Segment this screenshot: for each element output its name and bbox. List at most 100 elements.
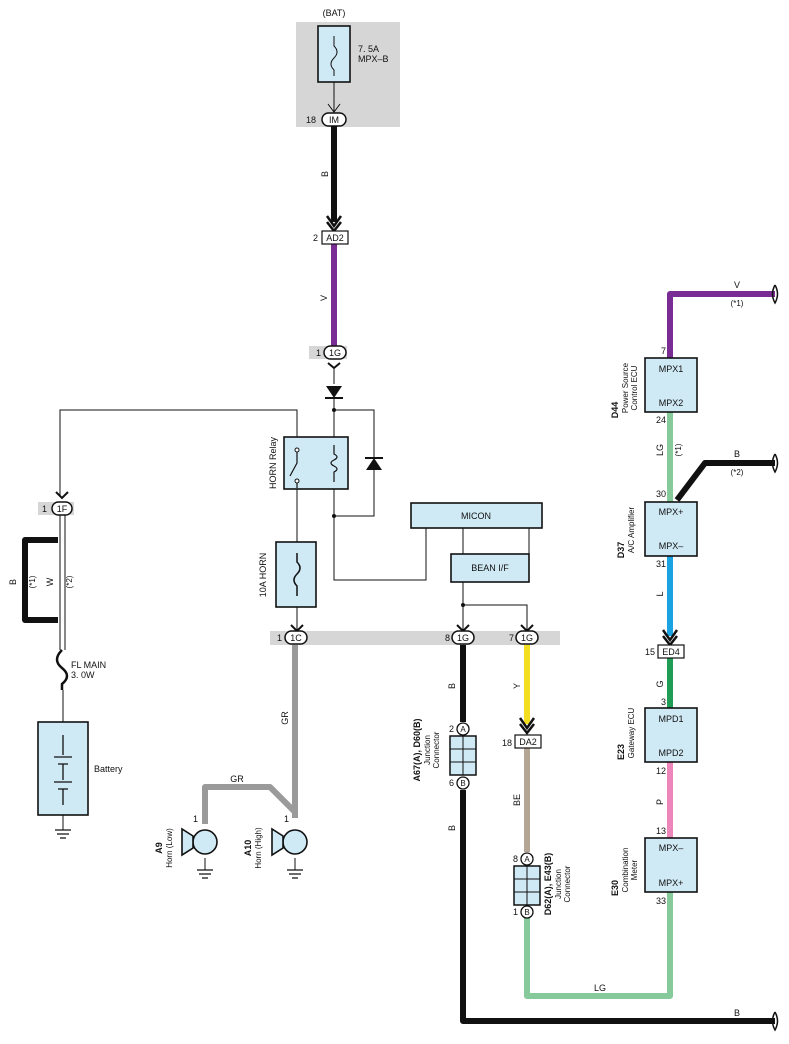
wire-code-gr-horizontal: GR: [230, 774, 244, 784]
relay-name: HORN Relay: [268, 436, 278, 489]
wire-v-right: [667, 291, 775, 358]
fuse-mpx-b-rating: 7. 5A: [358, 44, 379, 54]
junction-left-grid: [450, 736, 476, 775]
wire-break-icon: [771, 1011, 779, 1032]
arrow-1f-icon: [55, 491, 69, 500]
note-1-left: (*1): [28, 575, 37, 588]
connector-ad2-id: AD2: [326, 233, 344, 243]
ecu-power-source-code: D44: [610, 402, 620, 419]
horn-high-name: Horn (High): [254, 827, 263, 869]
wire-code-b-left: B: [8, 579, 18, 585]
connector-1g-mid-pin: 8: [445, 633, 450, 643]
wire-code-l-right: L: [655, 591, 665, 596]
junction-left-term-b: [456, 776, 470, 790]
ecu-meter-t1: MPX–: [659, 843, 684, 853]
ecu-ac-amplifier-name: A/C Amplifier: [627, 507, 636, 554]
ecu-gateway-p1: 3: [661, 697, 666, 707]
wire-code-b-mid-lower: B: [447, 825, 457, 831]
wire-break-icon: [771, 453, 779, 474]
wire-break-icon: [771, 284, 779, 305]
horn-high-pin: 1: [284, 814, 289, 824]
wire-code-v-right: V: [734, 280, 740, 290]
wire-code-w-left: W: [45, 577, 55, 586]
wire-code-lg-right: LG: [655, 444, 665, 456]
wire-code-b-bottom: B: [734, 1008, 740, 1018]
ground-icon: [197, 869, 213, 879]
wire-gr-horizontal: [202, 784, 298, 824]
horn-high: 1 A10 Horn (High): [243, 814, 308, 879]
note-1-right: (*1): [731, 299, 744, 308]
connector-1g-top-id: 1G: [329, 348, 341, 358]
node-dot: [332, 408, 336, 412]
junction-left-name-1: Junction: [423, 735, 432, 765]
junction-right-term-a: [520, 852, 534, 866]
ecu-meter-code: E30: [610, 880, 620, 896]
arrow-im-icon: [327, 103, 341, 113]
junction-connector-left: 2 A 6 B A67(A), D60(B) Junction Connecto…: [412, 718, 477, 790]
ecu-combination-meter: 13 MPX– MPX+ 33 E30 Combination Meter: [610, 826, 698, 906]
thin-wire-bean: [462, 582, 528, 631]
ecu-ac-amplifier-t1: MPX+: [659, 507, 684, 517]
ecu-gateway-name: Gateway ECU: [627, 707, 636, 758]
relay-coil-icon: [330, 445, 338, 482]
junction-right-name-2: Connector: [563, 865, 572, 902]
ecu-power-source-name-1: Power Source: [621, 362, 630, 413]
junction-right-pin-b: 1: [513, 907, 518, 917]
ecu-ac-amplifier-code: D37: [616, 542, 626, 559]
ecu-ac-amplifier-box: [644, 501, 698, 557]
ecu-meter-t2: MPX+: [659, 878, 684, 888]
ecu-meter-p2: 33: [656, 896, 666, 906]
battery-cells-icon: [54, 735, 72, 805]
ecu-power-source-p1: 7: [661, 346, 666, 356]
ecu-power-source-t2: MPX2: [659, 398, 684, 408]
connector-1g-top: [323, 345, 347, 360]
relay-contact: [294, 478, 300, 484]
junction-connector-right: 8 A 1 B D62(A), E43(B) Junction Connecto…: [513, 852, 572, 919]
ecu-ac-amplifier-t2: MPX–: [659, 541, 684, 551]
connector-im-pin: 18: [306, 115, 316, 125]
connector-1g-mid-id: 1G: [457, 633, 469, 643]
wire-b-right: [674, 460, 775, 502]
ecu-meter-box: [644, 837, 698, 893]
wire-code-lg-bottom: LG: [594, 983, 606, 993]
bat-label: (BAT): [323, 8, 346, 18]
ecu-gateway-t2: MPD2: [658, 748, 683, 758]
connector-1g-top-pin: 1: [316, 348, 321, 358]
ecu-gateway: 3 MPD1 MPD2 12 E23 Gateway ECU: [616, 697, 698, 776]
ecu-power-source-t1: MPX1: [659, 364, 684, 374]
fusible-link-rating: 3. 0W: [71, 670, 95, 680]
wire-code-p-right: P: [655, 799, 665, 805]
fuse-mpx-b-name: MPX–B: [358, 54, 389, 64]
junction-right-name-1: Junction: [554, 869, 563, 899]
wire-code-b-right: B: [734, 449, 740, 459]
junction-right-pin-a: 8: [513, 854, 518, 864]
wire-code-b-top: B: [320, 171, 330, 177]
relay-contact: [294, 447, 300, 453]
junction-left-b: B: [460, 779, 465, 788]
connector-1f-id: 1F: [57, 504, 68, 514]
fusible-link-icon: [55, 649, 69, 690]
connector-ad2: [321, 230, 349, 245]
connector-da2-pin: 18: [502, 738, 512, 748]
ecu-meter-p1: 13: [656, 826, 666, 836]
wire-lg-bottom: [524, 892, 673, 999]
horn-low-icon: [192, 829, 218, 855]
ecu-ac-amplifier-p2: 31: [656, 559, 666, 569]
junction-right-b: B: [524, 908, 529, 917]
junction-left-name-2: Connector: [432, 731, 441, 768]
micon: [410, 502, 543, 529]
connector-1c-id: 1C: [290, 633, 302, 643]
ground-icon: [55, 829, 71, 839]
horn-low-name: Horn (Low): [165, 828, 174, 868]
fuse-10a-horn-name: 10A HORN: [258, 553, 268, 598]
thin-wire-horn-grounds: [204, 858, 296, 870]
ecu-power-source-box: [644, 357, 698, 413]
connector-1g-right-id: 1G: [521, 633, 533, 643]
battery-name: Battery: [94, 764, 123, 774]
micon-label: MICON: [461, 511, 491, 521]
fuse-mpx-b-element: [330, 36, 338, 76]
horn-low-pin: 1: [193, 814, 198, 824]
node-dot: [461, 603, 465, 607]
junction-right-code: D62(A), E43(B): [543, 853, 553, 916]
